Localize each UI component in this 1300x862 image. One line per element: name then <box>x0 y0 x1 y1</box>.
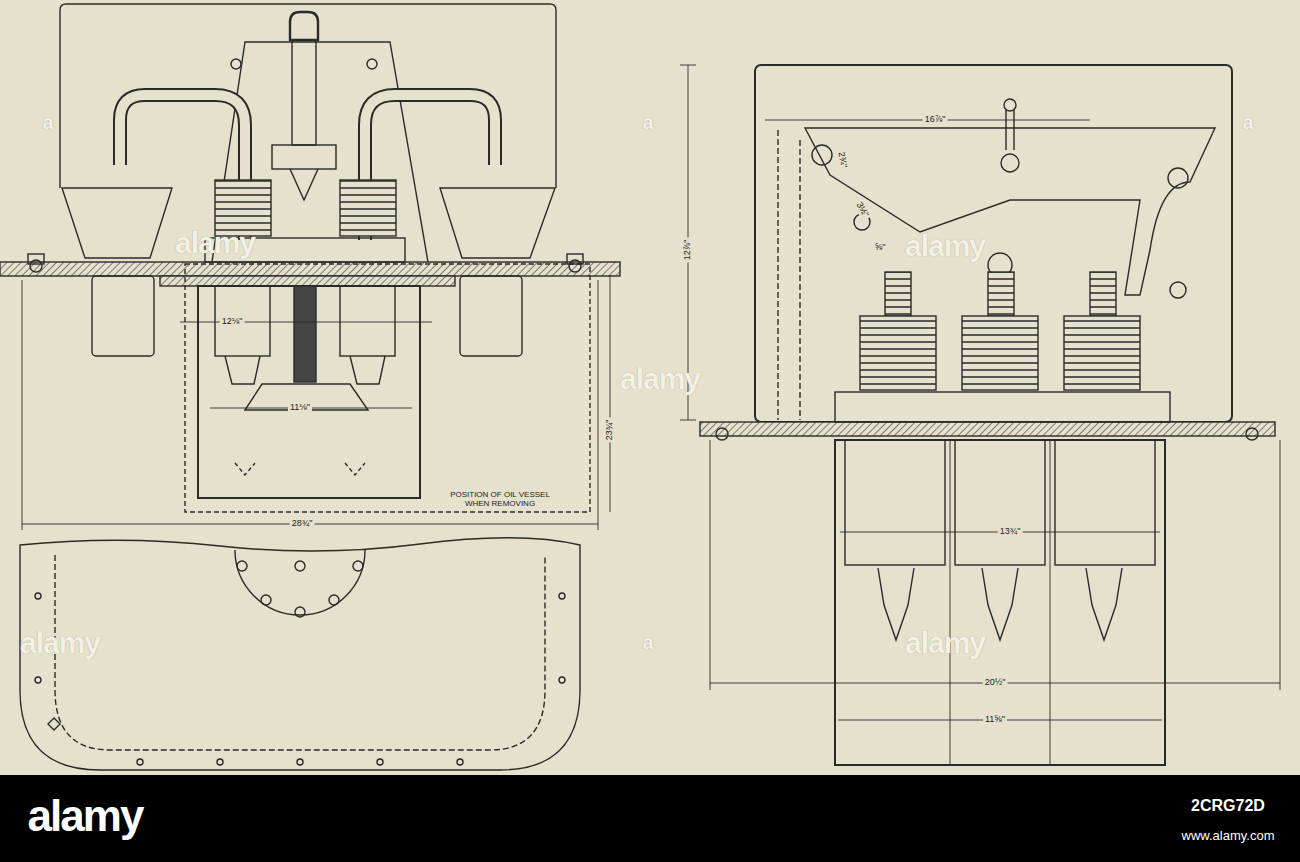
watermark: alamy <box>905 229 985 262</box>
watermark: alamy <box>175 226 255 259</box>
watermark: alamy <box>20 626 100 659</box>
side-view <box>680 65 1280 765</box>
watermark-url: www.alamy.com <box>1182 829 1275 843</box>
dimension: 12⅞" <box>683 238 693 263</box>
watermark-logo: alamy <box>28 792 143 840</box>
watermark: alamy <box>620 362 700 395</box>
dimension: 23¾" <box>605 418 615 443</box>
dimension: 13¾" <box>998 527 1023 537</box>
dimension: 11⅛" <box>288 403 312 413</box>
watermark: a <box>1242 111 1253 133</box>
watermark: a <box>642 111 653 133</box>
plan-view <box>20 538 580 770</box>
dimension: 16⅞" <box>923 115 948 125</box>
dimension: 2¾" <box>835 149 848 170</box>
watermark: alamy <box>905 626 985 659</box>
watermark: a <box>42 111 53 133</box>
drawing-note: POSITION OF OIL VESSEL WHEN REMOVING <box>445 491 555 509</box>
dimension: 20½" <box>983 678 1008 688</box>
image-id: 2CRG72D <box>1191 797 1265 815</box>
dimension: 12⅛" <box>220 317 245 327</box>
front-view <box>0 4 620 530</box>
watermark: a <box>642 631 653 653</box>
watermark-bar <box>0 775 1300 862</box>
dimension: 11⅝" <box>983 715 1007 725</box>
dimension: ⅝" <box>873 243 888 253</box>
dimension: 28¾" <box>290 519 315 529</box>
